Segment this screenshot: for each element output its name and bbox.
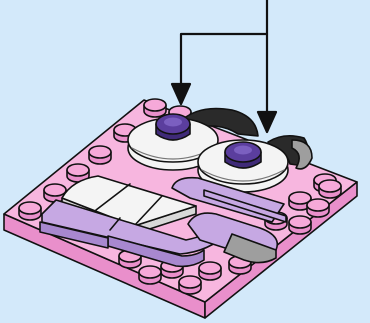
left-eye [127, 113, 219, 171]
white-tile-top [61, 175, 197, 227]
right-eye [197, 139, 289, 193]
stud [318, 179, 342, 199]
arrow-line-left [179, 32, 269, 90]
right-brow-grey [291, 139, 313, 170]
stud [178, 275, 202, 295]
stud [306, 198, 330, 218]
stud [138, 265, 162, 285]
arrow-head-right [256, 110, 278, 134]
lilac-tiles [39, 176, 287, 268]
grey-plate-under [223, 233, 277, 264]
left-eyelid [179, 107, 259, 137]
stud [88, 145, 112, 165]
callout-arrows [170, 0, 278, 134]
lilac-lower-tile [107, 235, 205, 268]
stud [18, 201, 42, 221]
arrow-head-left [170, 82, 192, 106]
stud [288, 215, 312, 235]
lilac-mouth-top [203, 189, 287, 223]
stud [198, 261, 222, 281]
eyelids [179, 107, 313, 170]
lilac-tile-left [39, 221, 109, 249]
stud [143, 98, 167, 118]
stud [43, 183, 67, 203]
